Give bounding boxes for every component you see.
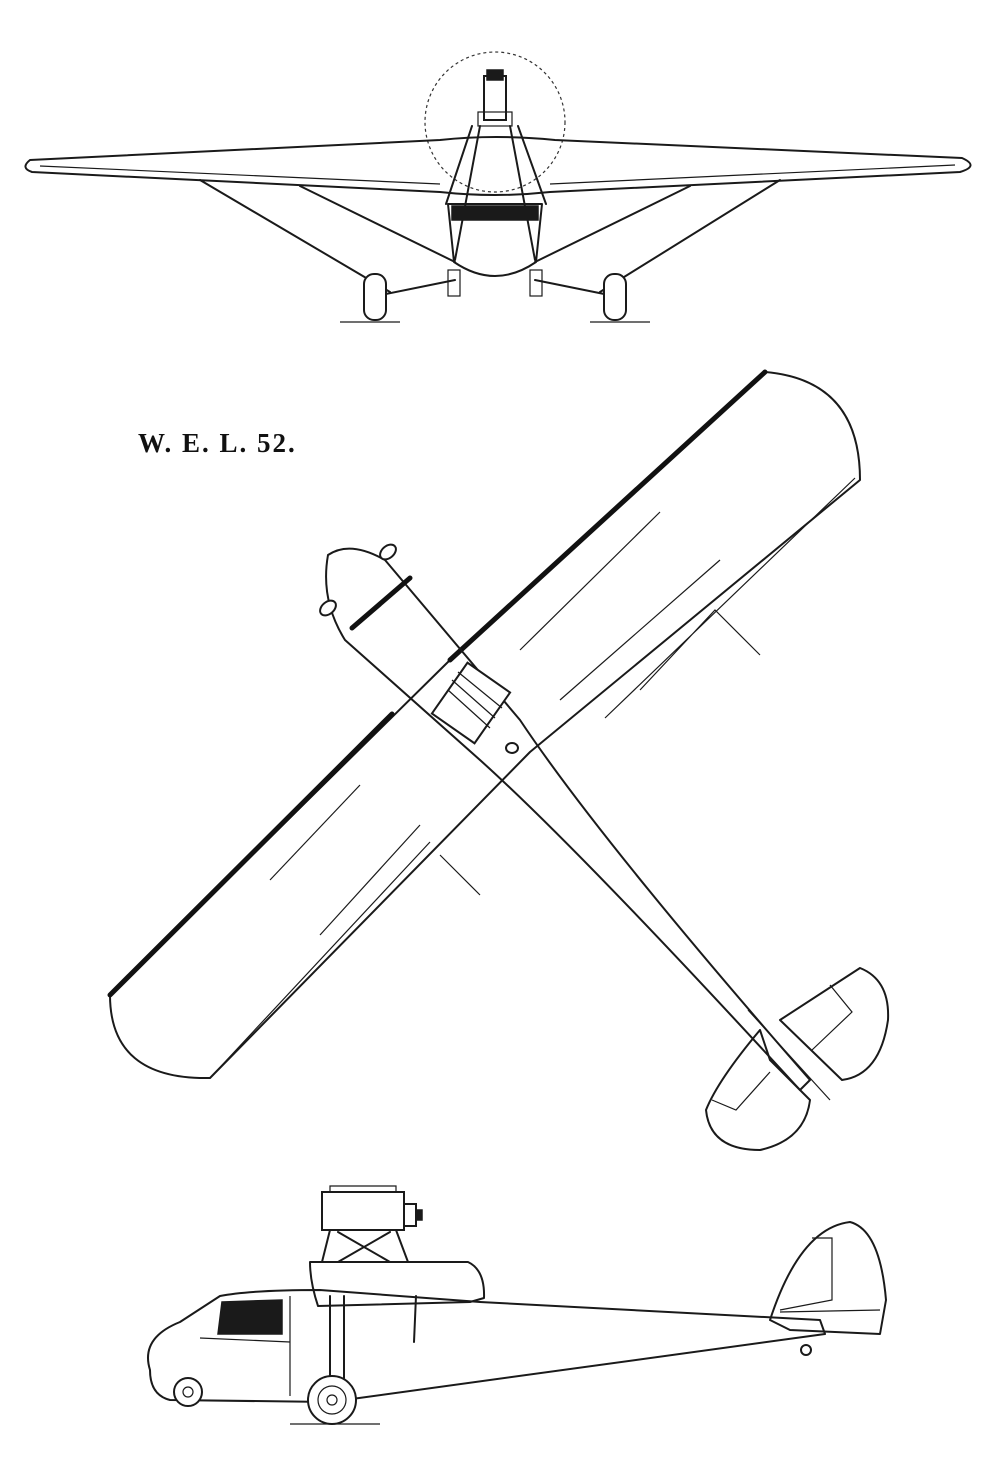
right-aileron (604, 477, 856, 719)
side-view (147, 1185, 887, 1425)
side-wing (309, 1261, 486, 1307)
plan-fuselage (325, 547, 811, 1091)
drawing-title: W. E. L. 52. (138, 428, 297, 458)
cabin-window (217, 1299, 283, 1335)
plan-view (107, 369, 890, 1151)
front-right-wheel (603, 273, 627, 321)
plan-tailplane (779, 967, 890, 1081)
front-left-wheel (363, 273, 387, 321)
front-view (24, 51, 972, 323)
front-engine (483, 75, 507, 121)
plan-engine (430, 661, 512, 745)
side-nose-wheel (173, 1377, 203, 1407)
side-fin (769, 1221, 887, 1335)
propeller-disc (424, 51, 566, 193)
plan-wing (109, 371, 861, 1080)
tail-wheel (800, 1344, 812, 1356)
side-main-wheel (307, 1375, 357, 1425)
side-fuselage (147, 1289, 826, 1403)
front-wing (24, 136, 972, 196)
left-aileron (209, 841, 481, 1079)
side-engine (321, 1191, 405, 1231)
